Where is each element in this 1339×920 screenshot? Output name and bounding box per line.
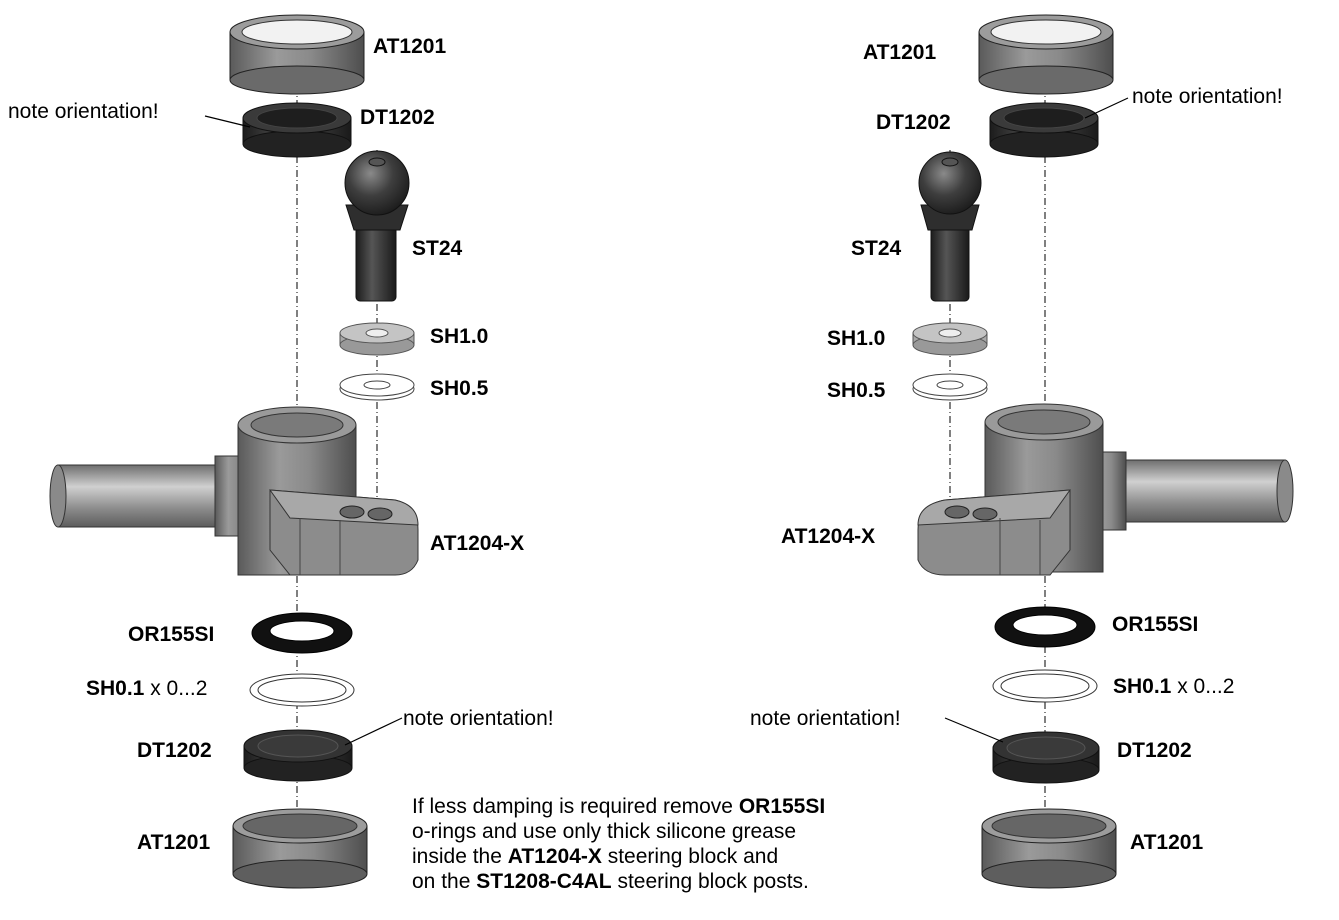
right-cap-bottom-part [981, 808, 1117, 889]
instruction-line-3: inside the AT1204-X steering block and [412, 844, 825, 869]
instruction-line-3-text-a: inside the [412, 845, 508, 868]
right-label-cap-bottom: AT1201 [1130, 831, 1204, 854]
left-label-ball-stud: ST24 [412, 237, 463, 260]
right-bushing-bottom-part [992, 731, 1100, 784]
right-note-bottom-leader [944, 717, 1004, 743]
left-assembly [49, 14, 419, 889]
instruction-line-1-text: If less damping is required remove [412, 795, 739, 818]
instruction-line-4-text-c: steering block posts. [611, 870, 809, 893]
right-note-bottom: note orientation! [750, 707, 901, 730]
right-label-oring: OR155SI [1112, 613, 1199, 636]
left-label-oring: OR155SI [128, 623, 215, 646]
right-shim-0-5-part [912, 373, 988, 401]
left-bushing-top-part [242, 102, 352, 158]
right-label-shim-0-1-group: SH0.1 x 0...2 [1113, 676, 1234, 697]
left-steering-block-part [49, 406, 419, 576]
right-label-shim-0-5: SH0.5 [827, 379, 886, 402]
instruction-line-1: If less damping is required remove OR155… [412, 794, 825, 819]
right-cap-top-part [978, 14, 1114, 95]
right-note-top: note orientation! [1132, 85, 1283, 108]
right-shim-0-1-part [992, 669, 1098, 703]
left-label-shim-0-1-qty: x 0...2 [150, 677, 208, 700]
left-note-bottom-leader [344, 717, 403, 746]
left-label-cap-top: AT1201 [373, 35, 447, 58]
left-ball-stud-part [344, 150, 410, 302]
left-label-shim-0-1-group: SH0.1 x 0...2 [86, 678, 207, 699]
left-note-top-leader [204, 115, 251, 128]
instruction-line-3-text-c: steering block and [601, 845, 779, 868]
instruction-part-oring: OR155SI [738, 795, 826, 818]
left-label-steering-block: AT1204-X [430, 532, 525, 555]
left-label-cap-bottom: AT1201 [137, 831, 211, 854]
right-note-top-leader [1084, 97, 1129, 119]
left-label-shim-0-1: SH0.1 [86, 677, 145, 700]
left-label-bushing-bottom: DT1202 [137, 739, 212, 762]
right-label-cap-top: AT1201 [863, 41, 937, 64]
left-shim-0-5-part [339, 373, 415, 401]
right-label-shim-0-1: SH0.1 [1113, 675, 1172, 698]
right-label-steering-block: AT1204-X [781, 525, 876, 548]
left-oring-part [251, 612, 353, 654]
right-label-ball-stud: ST24 [851, 237, 902, 260]
right-label-shim-0-1-qty: x 0...2 [1177, 675, 1235, 698]
left-shim-0-1-part [249, 673, 355, 707]
left-cap-bottom-part [232, 808, 368, 889]
instruction-line-4-text-a: on the [412, 870, 477, 893]
instruction-part-steering-block: AT1204-X [507, 845, 602, 868]
instruction-part-post: ST1208-C4AL [476, 870, 612, 893]
right-label-bushing-bottom: DT1202 [1117, 739, 1192, 762]
instruction-line-4: on the ST1208-C4AL steering block posts. [412, 869, 825, 894]
right-bushing-top-part [989, 102, 1099, 158]
right-label-shim-1-0: SH1.0 [827, 327, 886, 350]
right-assembly [912, 14, 1294, 889]
left-label-shim-0-5: SH0.5 [430, 377, 489, 400]
left-shim-1-0-part [339, 322, 415, 356]
left-note-bottom: note orientation! [403, 707, 554, 730]
instruction-line-2: o-rings and use only thick silicone grea… [412, 820, 797, 843]
left-bushing-bottom-part [243, 729, 353, 782]
instruction-note: If less damping is required remove OR155… [412, 794, 825, 894]
right-steering-block-part [917, 403, 1294, 576]
right-label-bushing-top: DT1202 [876, 111, 951, 134]
left-label-bushing-top: DT1202 [360, 106, 435, 129]
right-ball-stud-part [918, 151, 982, 302]
left-cap-top-part [229, 14, 365, 95]
right-oring-part [994, 606, 1096, 648]
left-label-shim-1-0: SH1.0 [430, 325, 489, 348]
right-shim-1-0-part [912, 322, 988, 356]
left-note-top: note orientation! [8, 100, 159, 123]
